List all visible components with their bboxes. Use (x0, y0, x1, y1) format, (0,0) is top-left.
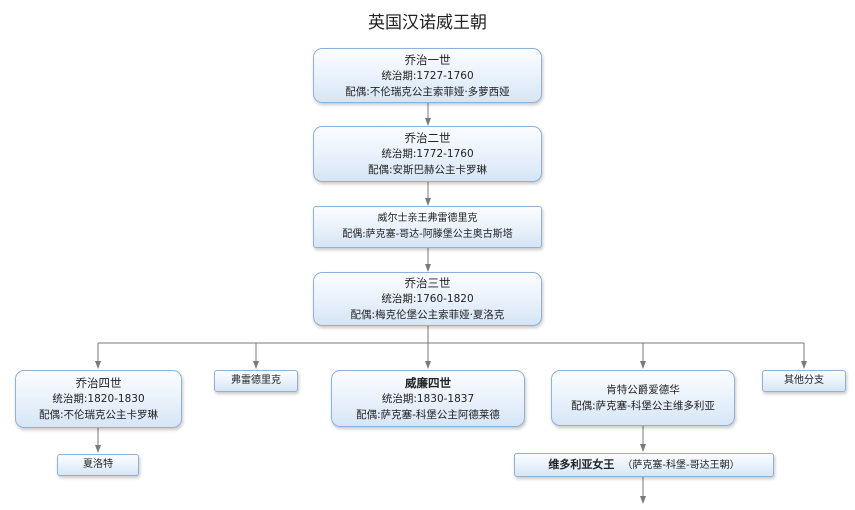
node-george3-reign-label: 统治期: (381, 293, 417, 305)
node-edward-spouse-label: 配偶: (571, 400, 596, 412)
node-others: 其他分支 (762, 370, 846, 392)
node-george1-reign: 1727-1760 (416, 69, 474, 82)
node-george4-spouse: 不伦瑞克公主卡罗琳 (63, 409, 159, 421)
node-george2: 乔治二世 统治期:1772-1760 配偶:安斯巴赫公主卡罗琳 (313, 126, 542, 182)
node-frederick-wales: 威尔士亲王弗雷德里克 配偶:萨克塞-哥达-阿滕堡公主奥古斯塔 (313, 206, 542, 248)
node-charlotte: 夏洛特 (57, 454, 139, 476)
node-george4-reign: 1820-1830 (87, 393, 145, 405)
diagram-title: 英国汉诺威王朝 (368, 13, 487, 33)
node-george2-reign: 1772-1760 (416, 148, 474, 160)
node-william4-spouse: 萨克塞-科堡公主阿德莱德 (380, 408, 500, 421)
node-george3-reign: 1760-1820 (416, 293, 474, 305)
node-edward-name: 肯特公爵爱德华 (606, 384, 680, 396)
node-george2-spouse: 安斯巴赫公主卡罗琳 (392, 164, 488, 176)
node-george2-name: 乔治二世 (404, 131, 451, 145)
node-victoria: 维多利亚女王 （萨克塞-科堡-哥达王朝） (514, 453, 774, 477)
node-george3-spouse-label: 配偶: (350, 309, 376, 321)
node-others-name: 其他分支 (784, 375, 824, 386)
node-george3: 乔治三世 统治期:1760-1820 配偶:梅克伦堡公主索菲娅·夏洛克 (313, 272, 542, 326)
node-george1-spouse: 不伦瑞克公主索菲娅·多萝西娅 (369, 85, 510, 98)
node-george2-reign-label: 统治期: (381, 148, 417, 160)
node-william4-spouse-label: 配偶: (356, 408, 381, 421)
node-frederick-wales-spouse: 萨克塞-哥达-阿滕堡公主奥古斯塔 (365, 229, 513, 240)
node-victoria-dynasty: （萨克塞-科堡-哥达王朝） (622, 459, 740, 471)
node-frederick-name: 弗雷德里克 (231, 375, 281, 386)
node-william4-reign-label: 统治期: (381, 392, 417, 405)
node-victoria-name: 维多利亚女王 (548, 457, 615, 471)
node-george3-spouse: 梅克伦堡公主索菲娅·夏洛克 (375, 309, 505, 321)
node-george1-name: 乔治一世 (404, 52, 451, 67)
node-frederick: 弗雷德里克 (214, 370, 298, 392)
node-edward-spouse: 萨克塞-科堡公主维多利亚 (595, 400, 715, 412)
node-george4-name: 乔治四世 (75, 376, 122, 390)
node-george1-spouse-label: 配偶: (345, 85, 370, 98)
node-william4-reign: 1830-1837 (416, 392, 475, 405)
node-charlotte-name: 夏洛特 (83, 459, 113, 470)
node-george4: 乔治四世 统治期:1820-1830 配偶:不伦瑞克公主卡罗琳 (15, 370, 182, 428)
node-frederick-wales-name: 威尔士亲王弗雷德里克 (377, 213, 478, 224)
node-george4-spouse-label: 配偶: (38, 409, 64, 421)
node-george3-name: 乔治三世 (404, 276, 451, 290)
node-george1-reign-label: 统治期: (381, 69, 417, 82)
node-george2-spouse-label: 配偶: (367, 164, 393, 176)
node-george4-reign-label: 统治期: (52, 393, 88, 405)
node-william4-name: 威廉四世 (405, 375, 451, 390)
node-edward: 肯特公爵爱德华 配偶:萨克塞-科堡公主维多利亚 (551, 370, 735, 426)
node-william4: 威廉四世 统治期:1830-1837 配偶:萨克塞-科堡公主阿德莱德 (331, 370, 525, 427)
node-frederick-wales-spouse-label: 配偶: (342, 229, 366, 240)
node-george1: 乔治一世 统治期:1727-1760 配偶:不伦瑞克公主索菲娅·多萝西娅 (313, 48, 542, 103)
